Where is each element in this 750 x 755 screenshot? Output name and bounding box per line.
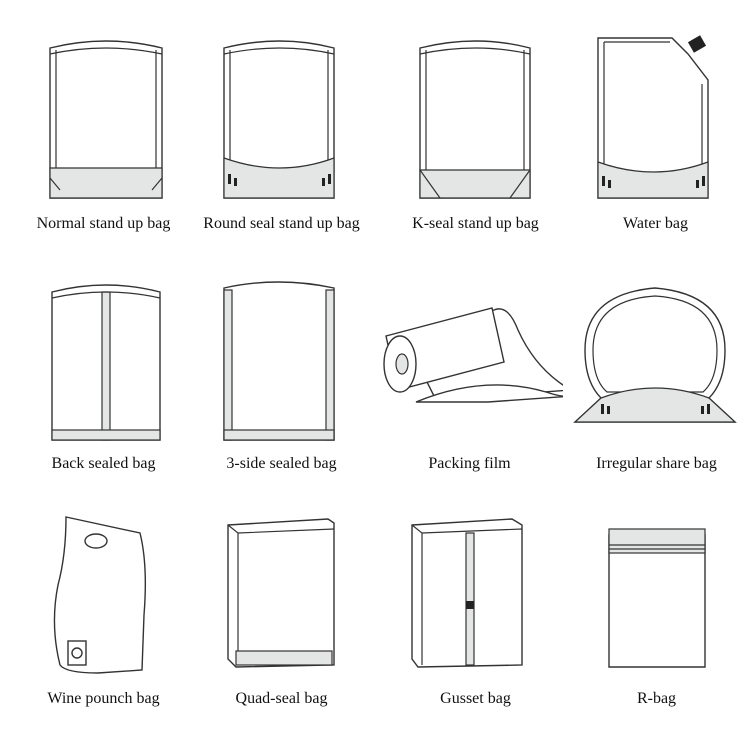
- round-seal-stand-up-bag-icon: [223, 40, 335, 199]
- quad-seal-bag-icon: [227, 518, 335, 668]
- 3-side-sealed-bag-icon: [223, 281, 335, 441]
- bag-label: 3-side sealed bag: [226, 455, 337, 472]
- bag-label: Normal stand up bag: [36, 215, 171, 232]
- packing-film-icon: [383, 307, 563, 403]
- normal-stand-up-bag-icon: [49, 40, 163, 199]
- r-bag-icon: [608, 528, 706, 668]
- water-bag-icon: [597, 35, 709, 199]
- bag-type-irregular-shape: Irregular share bag: [563, 270, 750, 515]
- bag-label: Water bag: [623, 215, 688, 232]
- bag-label: Gusset bag: [440, 690, 511, 707]
- bag-label: Quad-seal bag: [235, 690, 328, 707]
- back-sealed-bag-icon: [51, 284, 161, 441]
- bag-label: Packing film: [428, 455, 511, 472]
- bag-type-water: Water bag: [562, 30, 749, 275]
- bag-label: R-bag: [636, 690, 677, 707]
- bag-label: Back sealed bag: [51, 455, 156, 472]
- bag-type-3-side-sealed: 3-side sealed bag: [188, 270, 375, 515]
- bag-type-quad-seal: Quad-seal bag: [188, 505, 375, 750]
- bag-label: Round seal stand up bag: [203, 215, 360, 232]
- bag-type-k-seal-stand-up: K-seal stand up bag: [382, 30, 569, 275]
- gusset-bag-icon: [411, 518, 523, 668]
- bag-type-back-sealed: Back sealed bag: [10, 270, 197, 515]
- bag-type-packing-film: Packing film: [376, 270, 563, 515]
- bag-type-round-seal-stand-up: Round seal stand up bag: [188, 30, 375, 275]
- wine-pouch-bag-icon: [53, 516, 147, 674]
- bag-label: K-seal stand up bag: [412, 215, 539, 232]
- bag-label: Irregular share bag: [596, 455, 717, 472]
- bag-type-wine-pouch: Wine pounch bag: [10, 505, 197, 750]
- bag-type-r-bag: R-bag: [563, 505, 750, 750]
- bag-type-gusset: Gusset bag: [382, 505, 569, 750]
- bag-label: Wine pounch bag: [47, 690, 160, 707]
- bag-type-normal-stand-up: Normal stand up bag: [10, 30, 197, 275]
- irregular-shape-bag-icon: [573, 287, 737, 423]
- k-seal-stand-up-bag-icon: [419, 40, 531, 199]
